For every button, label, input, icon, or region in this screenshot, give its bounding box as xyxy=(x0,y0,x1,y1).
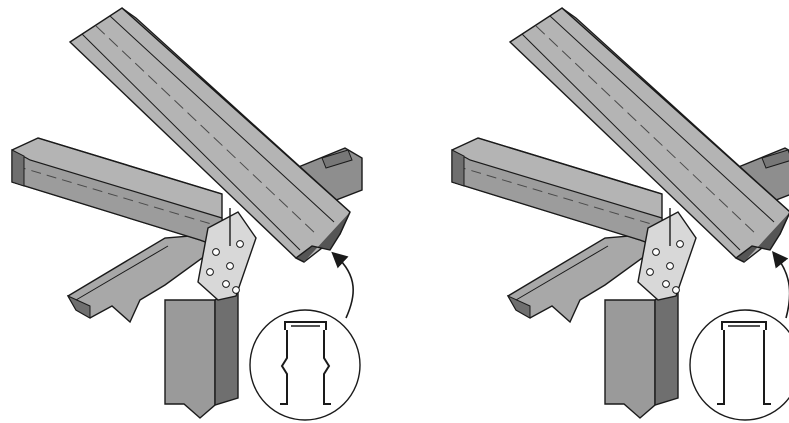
right-callout-arrow-icon xyxy=(772,251,789,319)
right-profile-detail-icon xyxy=(689,309,789,421)
left-callout-arrow-icon xyxy=(331,251,354,319)
left-profile-detail-icon xyxy=(249,309,361,421)
